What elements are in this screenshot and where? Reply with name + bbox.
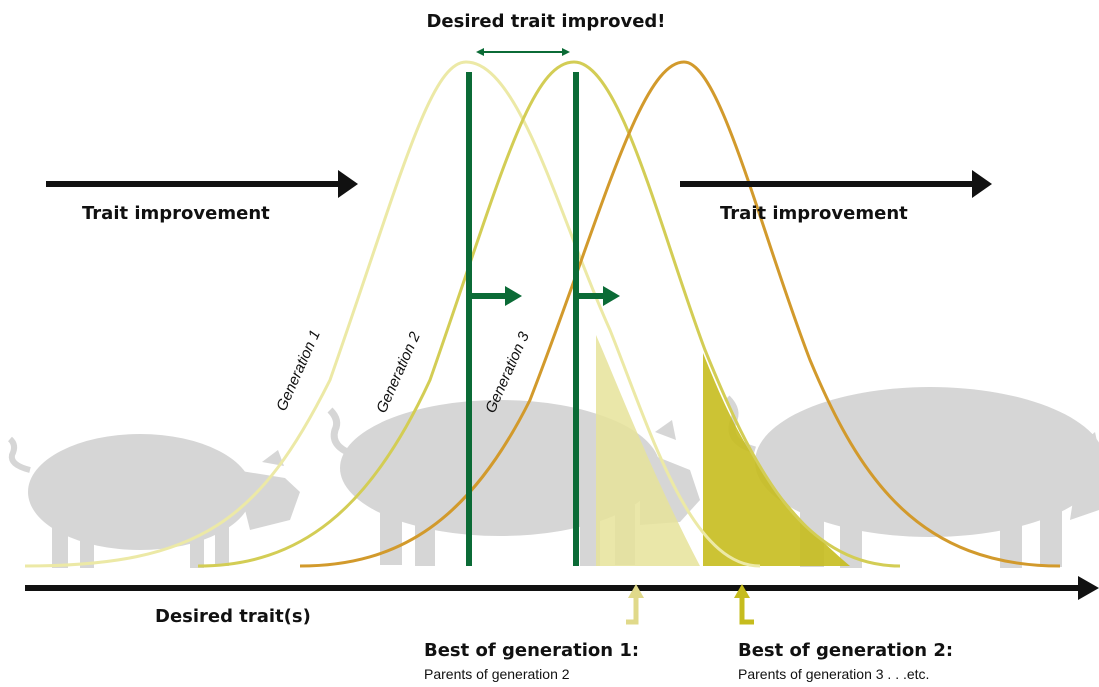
selection-area-gen1 (596, 335, 700, 566)
selection-area-gen2 (703, 353, 850, 566)
curve-generation-1 (24, 60, 761, 568)
elbow-arrow-icon (734, 584, 754, 625)
best-gen2-title: Best of generation 2: (738, 640, 953, 661)
trait-improvement-right: Trait improvement (720, 203, 908, 224)
arrow-right-icon (680, 170, 992, 198)
generation-2-label: Generation 2 (373, 329, 424, 416)
elbow-arrow-icon (626, 584, 644, 625)
best-gen1-title: Best of generation 1: (424, 640, 639, 661)
curve-generation-3 (299, 60, 1061, 568)
curve-generation-2 (197, 60, 901, 568)
shift-arrow-gen2 (579, 286, 620, 306)
generation-1-label: Generation 1 (273, 327, 324, 413)
diagram-title: Desired trait improved! (426, 11, 665, 32)
arrow-right-icon (46, 170, 358, 198)
axis-arrow (25, 576, 1099, 600)
best-gen2-subtitle: Parents of generation 3 . . .etc. (738, 666, 929, 682)
trait-improvement-left: Trait improvement (82, 203, 270, 224)
pig-silhouette-left (7, 434, 300, 568)
shift-arrow-gen1 (472, 286, 522, 306)
best-gen1-subtitle: Parents of generation 2 (424, 666, 570, 682)
axis-label: Desired trait(s) (155, 606, 311, 627)
